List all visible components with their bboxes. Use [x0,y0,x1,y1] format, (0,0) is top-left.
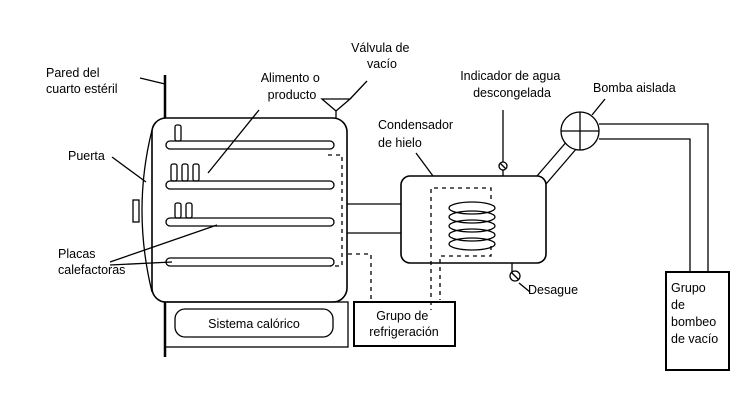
coil-turn [448,228,496,242]
drain-valve-mark [510,271,520,281]
wall-label: Pared del cuarto estéril [46,66,118,96]
condenser-pointer [415,152,434,177]
product-vials [170,124,200,219]
food-label: Alimento o producto [261,71,324,102]
pump-pointer [591,98,606,116]
chamber-dashed-circuit [328,154,343,267]
valve-pointer [349,80,368,100]
heating-plate [165,180,335,190]
coil-turn [448,201,496,215]
product-vial [170,163,178,182]
pump-label: Bomba aislada [593,81,676,95]
wall-pointer [139,77,166,85]
refrigeration-box [353,301,456,347]
door-handle [132,199,140,223]
water-indicator-mark [499,162,507,170]
coil-turn [448,219,496,233]
product-vial [185,202,193,219]
indicator-label: Indicador de agua descongelada [460,69,564,100]
food-pointer [207,109,260,174]
heating-system-frame [164,301,349,348]
door-label: Puerta [68,149,105,163]
plates-label: Placas calefactoras [58,247,125,277]
vacuum-line [599,138,691,272]
vacuum-group-box [665,271,730,371]
drain-label: Desague [528,283,578,297]
heating-plates [165,140,335,267]
refrigeration-dashed-line [430,187,492,310]
condenser-label: Condensador de hielo [378,118,457,150]
product-vial [181,163,189,182]
pump-pipe [545,147,578,185]
heating-plate [165,217,335,227]
heating-dashed-line [348,253,372,302]
refrigeration-label: Grupo de refrigeración [369,309,439,339]
product-vial [174,202,182,219]
plates-pointer [109,224,218,263]
vacuum-group-label: Grupo de bombeo de vacío [671,281,720,346]
pump-pipe [536,139,569,177]
valve-label: Válvula de vacío [351,41,413,71]
heating-system-label: Sistema calórico [208,317,300,331]
refrigeration-dashed-line [439,246,492,300]
coil-turn [448,210,496,224]
door-pointer [111,156,147,183]
coil-turn [448,237,496,251]
door [141,129,153,293]
vacuum-line [599,123,709,272]
plates-pointer [109,261,173,266]
heating-plate [165,140,335,150]
condenser-coil [448,201,496,251]
heating-system-box [174,308,334,338]
drain-pointer [518,282,531,293]
vacuum-valve [320,98,352,112]
product-vial [192,163,200,182]
product-vial [174,124,182,142]
